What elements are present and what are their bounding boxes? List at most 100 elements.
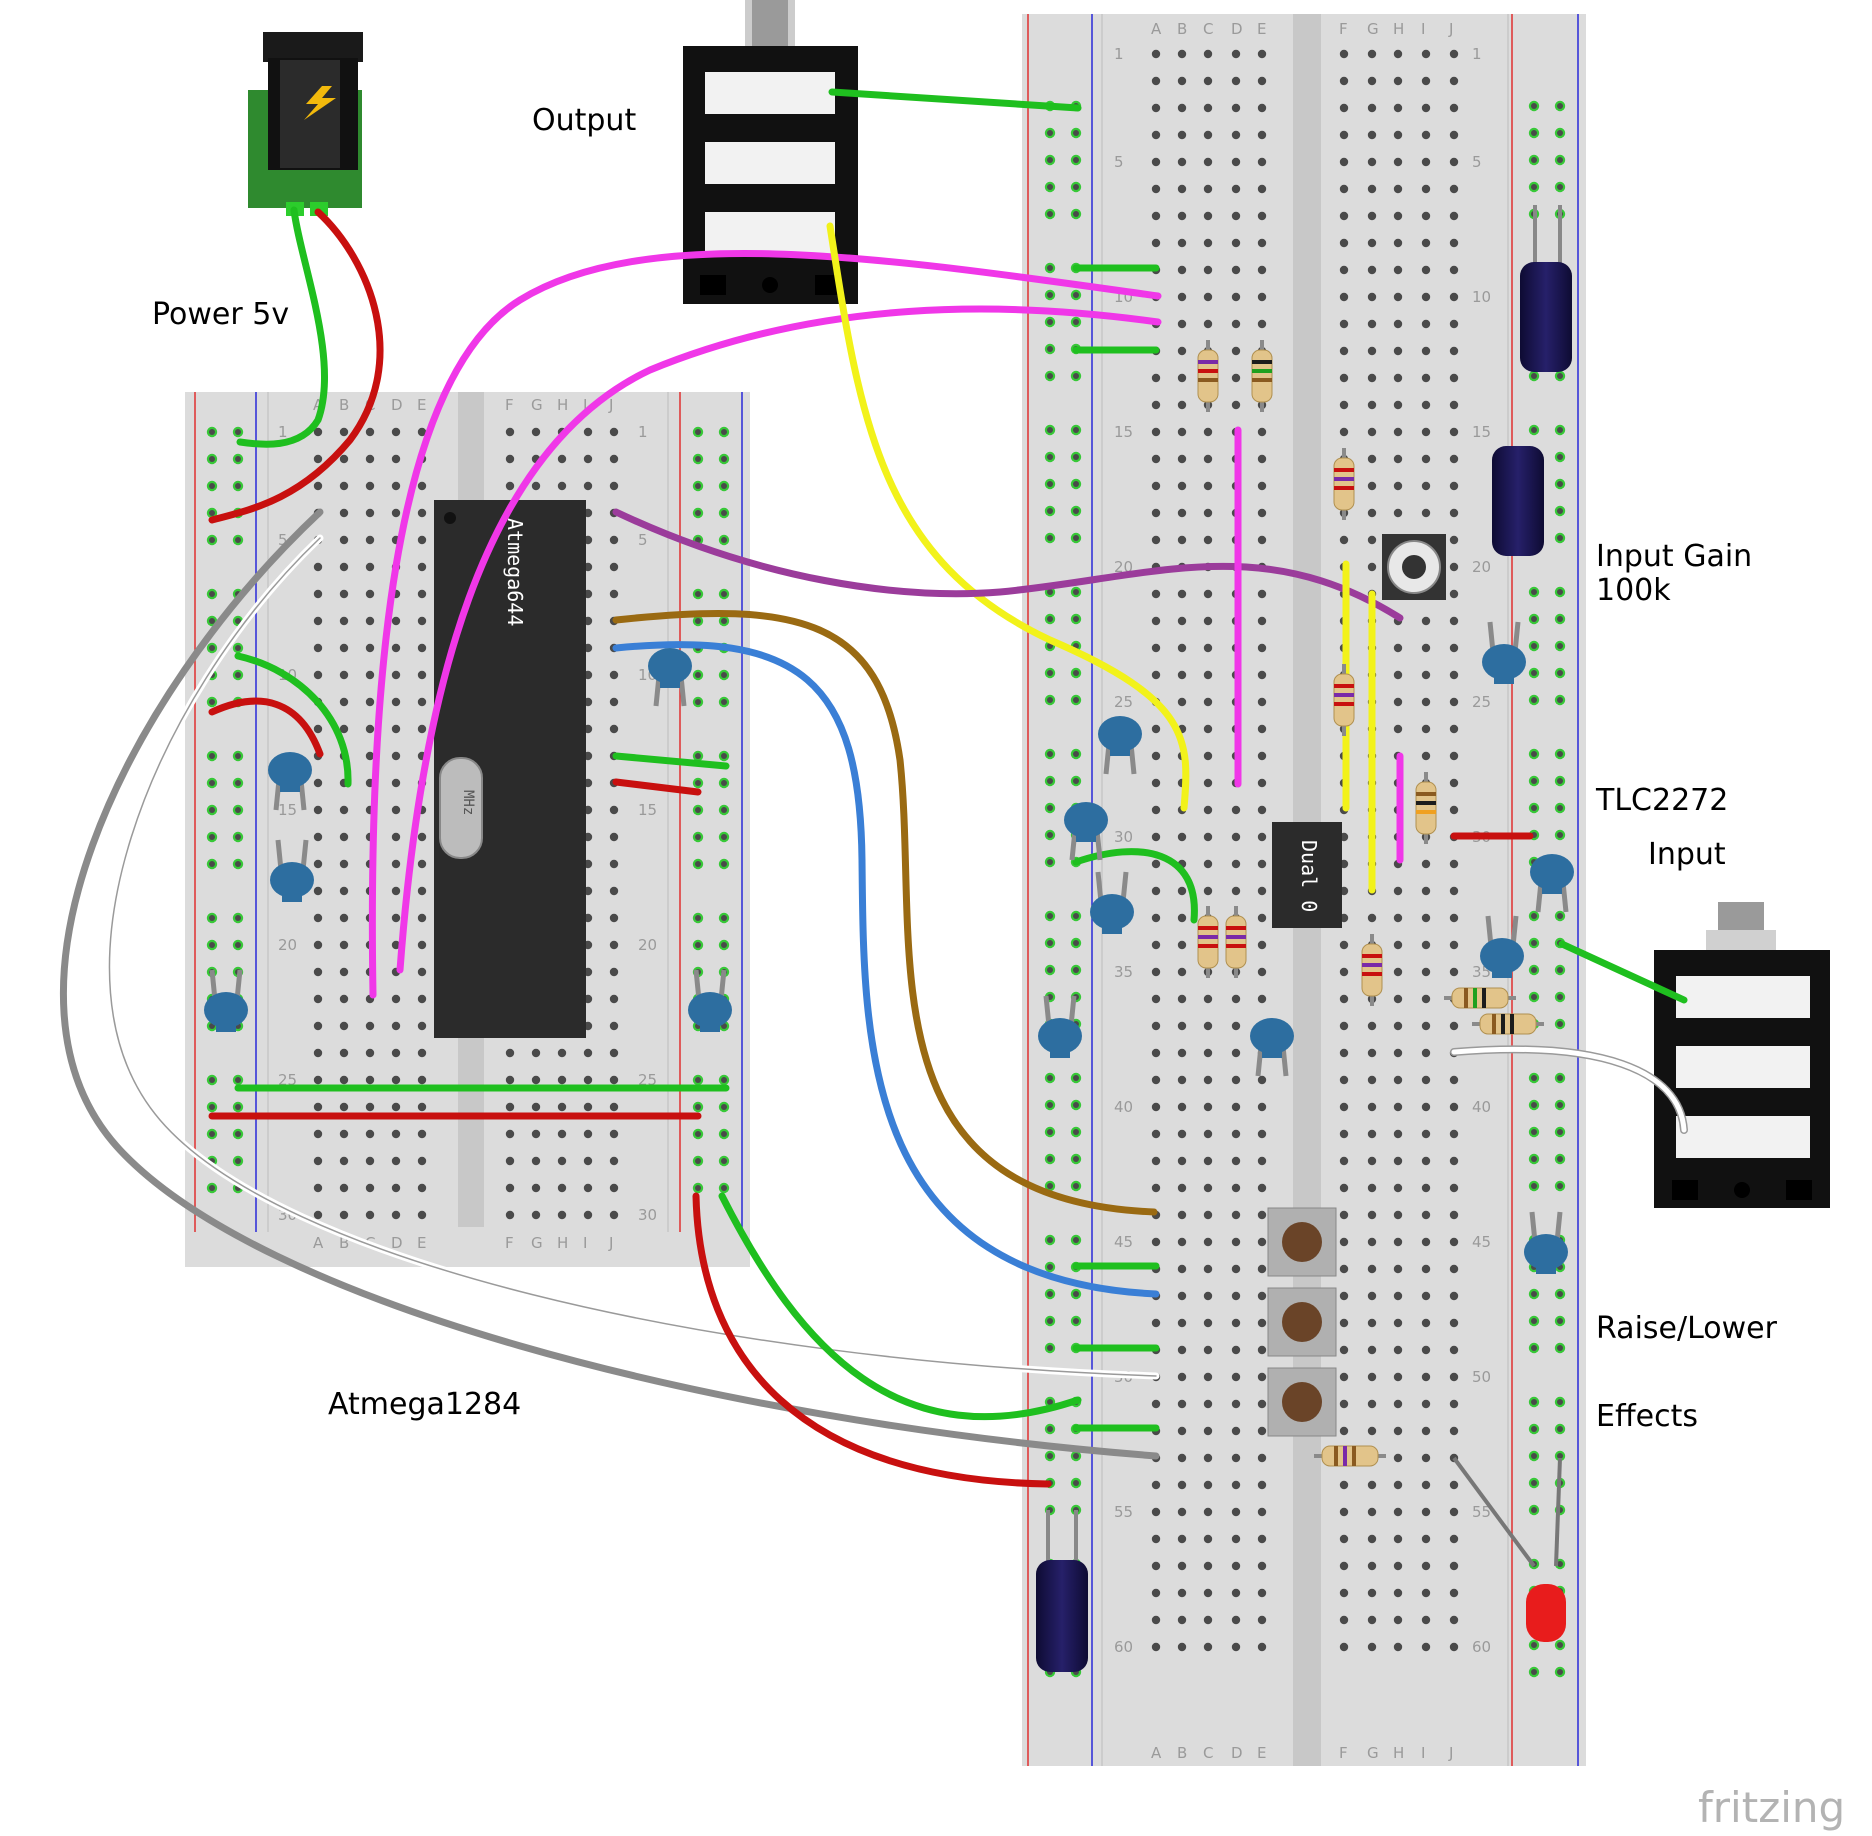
breadboard-hole bbox=[313, 832, 323, 842]
breadboard-hole bbox=[557, 1075, 567, 1085]
breadboard-hole bbox=[531, 1210, 541, 1220]
breadboard-hole bbox=[583, 481, 593, 491]
breadboard-hole bbox=[1177, 886, 1187, 896]
breadboard-hole bbox=[391, 913, 401, 923]
breadboard-hole bbox=[417, 1183, 427, 1193]
breadboard-hole bbox=[1151, 508, 1161, 518]
label-tlc2272: TLC2272 bbox=[1595, 783, 1728, 818]
breadboard-hole bbox=[1339, 346, 1349, 356]
breadboard-hole bbox=[1367, 1156, 1377, 1166]
column-label: F bbox=[1339, 1744, 1348, 1762]
breadboard-hole bbox=[1151, 184, 1161, 194]
column-label: G bbox=[1367, 20, 1379, 38]
breadboard-hole bbox=[1203, 1615, 1213, 1625]
breadboard-hole bbox=[1339, 238, 1349, 248]
breadboard-hole bbox=[391, 994, 401, 1004]
column-label: J bbox=[608, 1234, 613, 1252]
breadboard-hole bbox=[583, 1129, 593, 1139]
breadboard-hole bbox=[1393, 1345, 1403, 1355]
breadboard-hole bbox=[1421, 1021, 1431, 1031]
breadboard-hole bbox=[417, 1075, 427, 1085]
breadboard-hole bbox=[557, 1129, 567, 1139]
electrolytic-capacitor bbox=[1492, 446, 1544, 556]
breadboard-hole bbox=[1339, 1561, 1349, 1571]
breadboard-hole bbox=[1393, 346, 1403, 356]
breadboard-hole bbox=[609, 562, 619, 572]
breadboard-hole bbox=[1421, 1372, 1431, 1382]
breadboard-hole bbox=[1203, 1480, 1213, 1490]
breadboard-hole bbox=[1231, 292, 1241, 302]
breadboard-hole bbox=[1339, 1237, 1349, 1247]
wire-red bbox=[612, 778, 702, 796]
breadboard-hole bbox=[1367, 1048, 1377, 1058]
breadboard-hole bbox=[1151, 211, 1161, 221]
breadboard-hole bbox=[1339, 157, 1349, 167]
resistor bbox=[1333, 664, 1355, 736]
breadboard-hole bbox=[1257, 49, 1267, 59]
breadboard-hole bbox=[365, 670, 375, 680]
breadboard-hole bbox=[1449, 427, 1459, 437]
breadboard-hole bbox=[1151, 130, 1161, 140]
breadboard-hole bbox=[1177, 427, 1187, 437]
breadboard-hole bbox=[1177, 211, 1187, 221]
breadboard-hole bbox=[1257, 1102, 1267, 1112]
breadboard-hole bbox=[1449, 1642, 1459, 1652]
breadboard-hole bbox=[1393, 238, 1403, 248]
wire-yellow bbox=[826, 222, 1190, 812]
breadboard-hole bbox=[1339, 967, 1349, 977]
column-label: I bbox=[1421, 1744, 1425, 1762]
breadboard-hole bbox=[1231, 1588, 1241, 1598]
breadboard-hole bbox=[1339, 211, 1349, 221]
breadboard-hole bbox=[1449, 1021, 1459, 1031]
electrolytic-capacitor bbox=[1036, 1510, 1088, 1672]
ceramic-capacitor bbox=[1090, 871, 1134, 934]
breadboard-hole bbox=[1151, 1399, 1161, 1409]
column-label: H bbox=[1393, 1744, 1404, 1762]
breadboard-hole bbox=[1203, 49, 1213, 59]
breadboard-hole bbox=[1449, 1129, 1459, 1139]
breadboard-hole bbox=[1421, 157, 1431, 167]
row-number: 10 bbox=[1472, 288, 1491, 306]
label-raise-lower: Raise/Lower bbox=[1596, 1311, 1778, 1346]
breadboard-hole bbox=[1449, 292, 1459, 302]
breadboard-hole bbox=[1449, 1156, 1459, 1166]
breadboard-hole bbox=[1203, 1534, 1213, 1544]
breadboard-hole bbox=[391, 832, 401, 842]
breadboard-hole bbox=[1393, 1237, 1403, 1247]
breadboard-hole bbox=[313, 1048, 323, 1058]
breadboard-hole bbox=[1177, 1291, 1187, 1301]
breadboard-hole bbox=[1367, 1534, 1377, 1544]
breadboard-hole bbox=[365, 643, 375, 653]
breadboard-hole bbox=[1339, 1156, 1349, 1166]
breadboard-hole bbox=[1421, 373, 1431, 383]
breadboard-hole bbox=[1421, 1102, 1431, 1112]
breadboard-hole bbox=[1339, 1426, 1349, 1436]
breadboard-hole bbox=[1367, 1561, 1377, 1571]
breadboard-hole bbox=[339, 481, 349, 491]
breadboard-hole bbox=[1177, 1453, 1187, 1463]
breadboard-hole bbox=[1449, 1426, 1459, 1436]
breadboard-hole bbox=[1339, 1318, 1349, 1328]
breadboard-hole bbox=[1231, 1048, 1241, 1058]
breadboard-hole bbox=[417, 562, 427, 572]
breadboard-hole bbox=[417, 967, 427, 977]
breadboard-hole bbox=[1339, 1210, 1349, 1220]
resistor bbox=[1444, 987, 1516, 1009]
breadboard-hole bbox=[1449, 751, 1459, 761]
breadboard-hole bbox=[417, 1210, 427, 1220]
breadboard-hole bbox=[1367, 454, 1377, 464]
breadboard-hole bbox=[1449, 1588, 1459, 1598]
ceramic-capacitor bbox=[1098, 716, 1142, 775]
breadboard-hole bbox=[339, 994, 349, 1004]
breadboard-hole bbox=[1367, 265, 1377, 275]
breadboard-hole bbox=[1151, 805, 1161, 815]
column-label: H bbox=[557, 396, 568, 414]
breadboard-hole bbox=[1203, 616, 1213, 626]
breadboard-hole bbox=[1177, 940, 1187, 950]
breadboard-hole bbox=[313, 562, 323, 572]
row-number: 25 bbox=[1472, 693, 1491, 711]
breadboard-hole bbox=[1203, 103, 1213, 113]
breadboard-hole bbox=[583, 1183, 593, 1193]
breadboard-hole bbox=[1231, 184, 1241, 194]
